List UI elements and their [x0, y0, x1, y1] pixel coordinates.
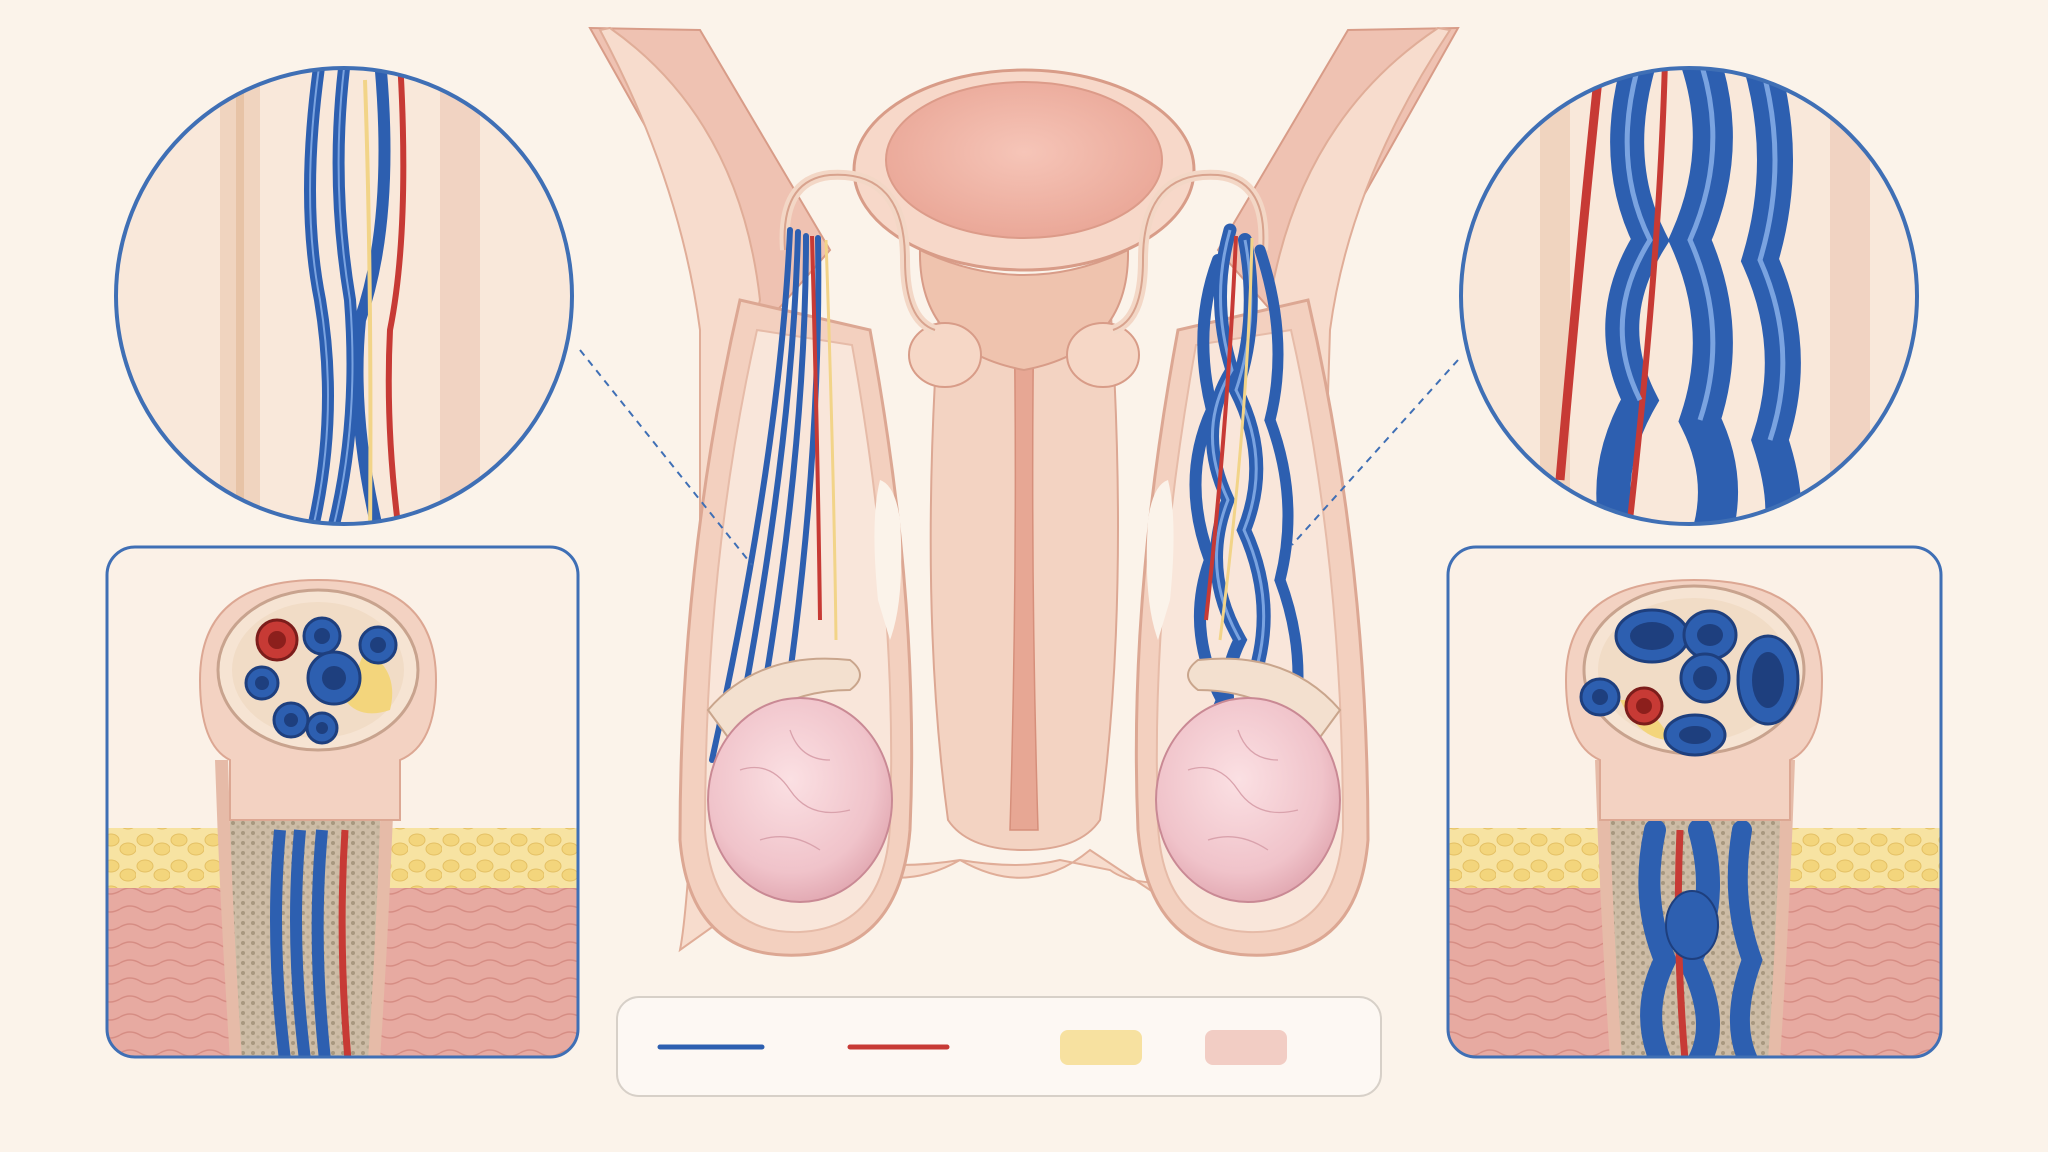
- legend-swatch-nerve: [1060, 1030, 1142, 1065]
- leader-line-right: [1291, 359, 1459, 546]
- leader-line-left: [579, 349, 753, 566]
- legend: [616, 996, 1382, 1097]
- magnified-varicocele-panel: [1459, 66, 1919, 526]
- central-anatomy: [588, 26, 1460, 957]
- cross-section-normal-panel: [105, 545, 580, 1059]
- left-testis: [707, 697, 893, 903]
- right-testis: [1155, 697, 1341, 903]
- urethra: [1009, 299, 1039, 831]
- cross-section-varicocele-panel: [1446, 545, 1943, 1059]
- legend-swatch-tissue: [1205, 1030, 1287, 1065]
- legend-box: [616, 996, 1382, 1097]
- magnified-normal-cord-panel: [114, 66, 574, 526]
